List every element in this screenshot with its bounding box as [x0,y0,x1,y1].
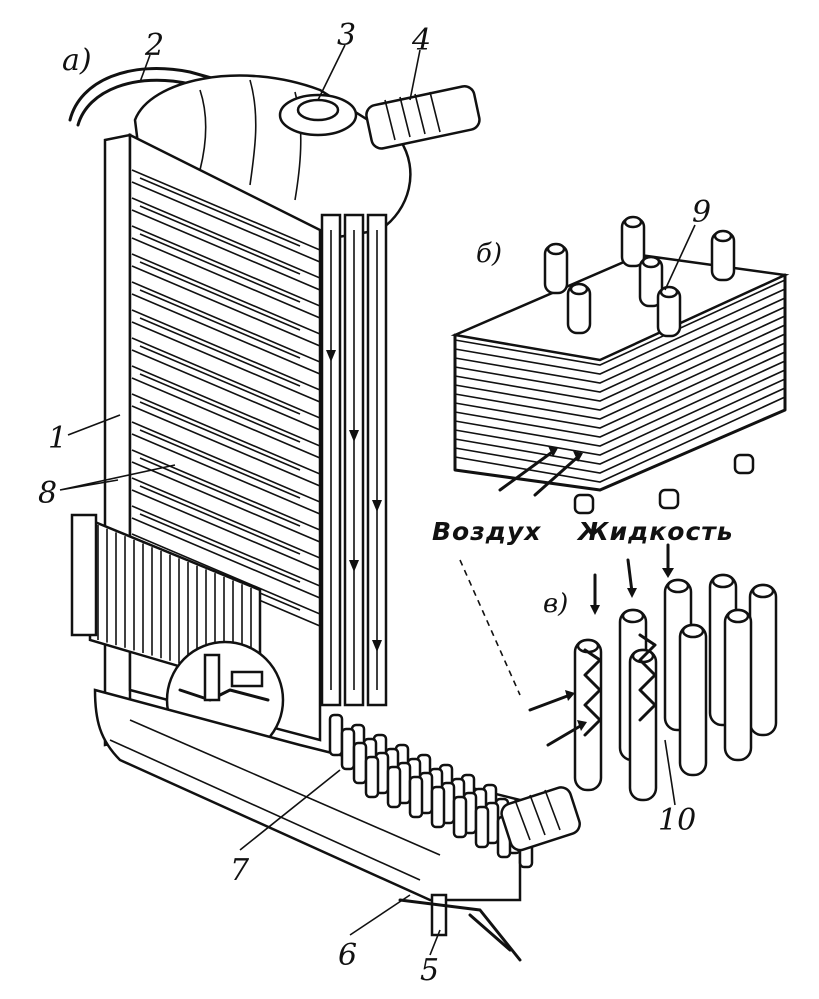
bank-tube [430,785,446,829]
callout-10: 10 [658,803,696,838]
bank-tube [328,713,344,757]
bank-tube [408,775,424,819]
plate-tube-end [659,285,679,299]
plate-rib [139,401,301,471]
callout-6: 6 [338,938,357,973]
plate-rib [139,429,301,499]
callout-7: 7 [230,853,250,888]
cooling-plate [131,421,321,516]
ribbon-tube-end [711,573,735,589]
callout-1: 1 [48,421,67,456]
plate-rib [139,233,301,303]
stack-plate [454,279,786,366]
stack-plate [454,360,786,447]
plate-tube-end [713,229,733,243]
stack-tube-foot [733,453,755,475]
air-label: Воздух [432,517,541,546]
cooling-plate [131,477,321,572]
cooling-plate [131,393,321,488]
side-frame [103,133,132,747]
plate-rib [139,177,301,247]
stack-tube-foot [573,493,595,515]
stack-plate [454,297,786,384]
stack-plate [454,306,786,393]
cooling-plate [131,169,321,264]
ribbon-tube-end [621,608,645,624]
stack-plate [454,315,786,402]
cooling-plate [131,197,321,292]
cooling-plate [131,309,321,404]
ribbon-tube [678,623,708,777]
tube-ribbon-panel [459,543,778,806]
bank-tube [386,765,402,809]
ribbon-tube [748,583,778,737]
callout-2: 2 [144,28,164,63]
drain-cock [398,893,522,962]
stack-outline [453,273,787,492]
ribbon-tube-end [726,608,750,624]
callout-4: 4 [411,23,431,58]
stack-plate [454,396,786,483]
ribbon-tube [723,608,753,762]
callout-9: 9 [692,195,711,230]
plate-core-panel [450,215,790,515]
ribbon-tube-end [681,623,705,639]
stack-tube-foot [658,488,680,510]
plate-tube-end [623,215,643,229]
cooling-plate [131,253,321,348]
panel-label-b: б) [476,239,502,269]
plate-rib [139,345,301,415]
cooling-plate [131,281,321,376]
stack-plate [454,351,786,438]
overflow-tube [68,67,292,122]
plate-tube-end [641,255,661,269]
cooling-plate [131,337,321,432]
callout-5: 5 [420,953,439,988]
callout-3: 3 [337,18,356,53]
ribbon-tube-end [666,578,690,594]
radiator-assembly [59,44,581,962]
bank-tube [340,727,356,771]
stack-plate [454,378,786,465]
bank-tube [352,741,368,785]
cooling-plate [131,505,321,600]
panel-label-v: в) [543,589,568,619]
panel-label-a: а) [62,43,92,78]
water-tubes [320,213,388,707]
bank-tube [474,805,490,849]
plate-tube-end [569,282,589,296]
plate-tube-end [546,242,566,256]
plate-rib [139,205,301,275]
cooling-plates [131,169,321,628]
stack-plate [454,342,786,429]
stack-plate [454,369,786,456]
plate-rib [139,513,301,583]
inlet-hose [365,85,481,150]
liquid-label: Жидкость [576,517,734,546]
bank-tube [452,795,468,839]
plate-rib [139,485,301,555]
stack-plate [454,387,786,474]
plate-rib [139,373,301,443]
ribbon-tube-end [751,583,775,599]
cooling-plate [131,449,321,544]
callout-8: 8 [38,476,57,511]
cooling-plate [131,365,321,460]
plate-rib [139,317,301,387]
outlet-hose [500,786,581,852]
plate-rib [139,261,301,331]
cooling-plate [131,225,321,320]
bank-tube [364,755,380,799]
plate-rib [139,457,301,527]
plate-rib [139,289,301,359]
stack-plate [454,324,786,411]
stack-plate [454,333,786,420]
stack-plate [454,288,786,375]
